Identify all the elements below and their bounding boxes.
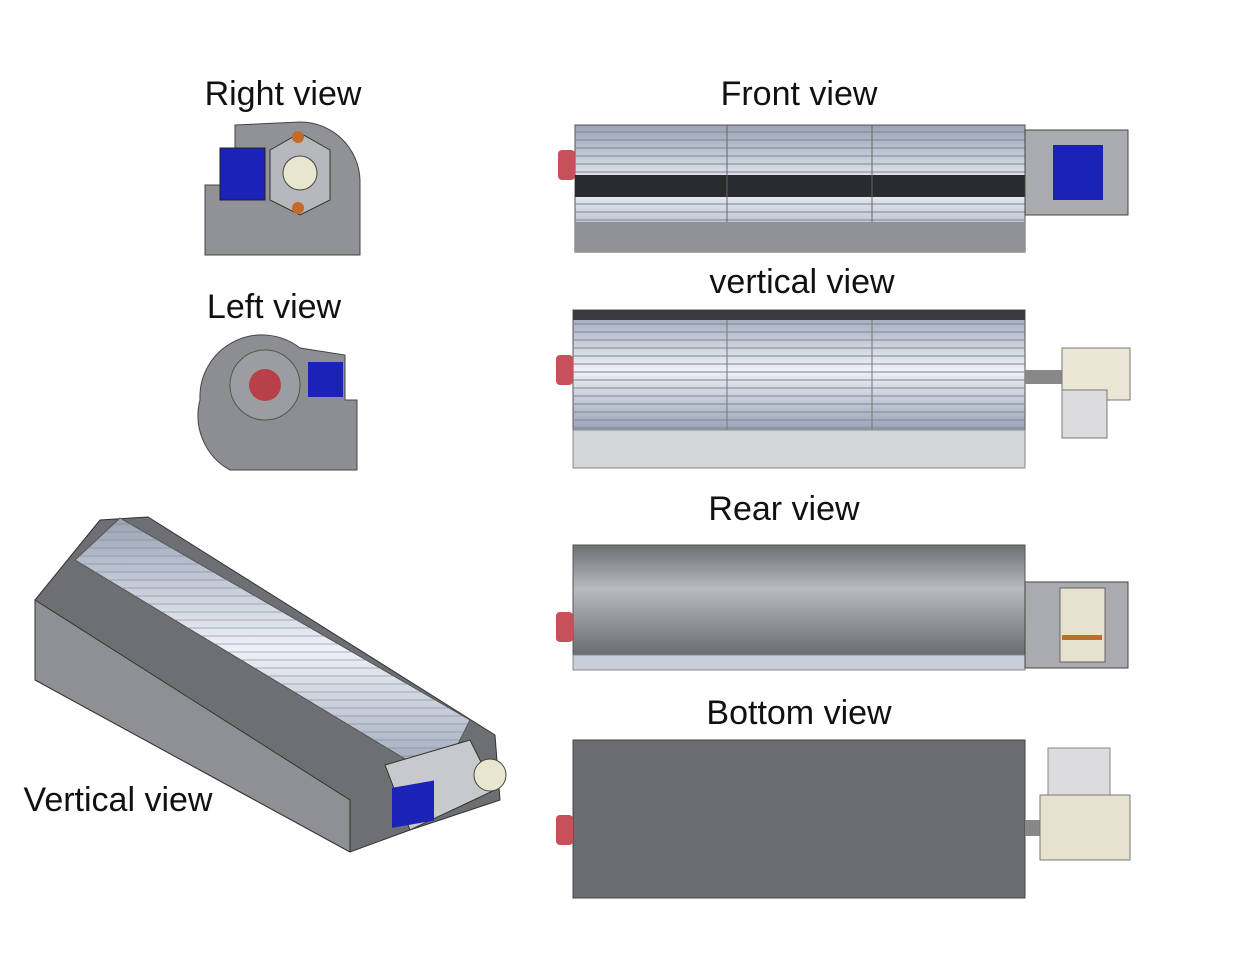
isometric-view-drawing [34,516,507,853]
bottom-view-drawing [556,739,1131,899]
front-view-drawing [558,124,1129,253]
vertical-view-top-drawing [556,309,1131,469]
rear-view-drawing [556,544,1129,671]
vertical-view-iso-label: Vertical view [23,781,213,819]
right-view-label: Right view [204,75,362,113]
bottom-view-label: Bottom view [706,694,892,732]
left-view-label: Left view [206,288,342,326]
rear-view-label: Rear view [708,490,860,528]
vertical-view-top-label: vertical view [709,263,895,301]
front-view-label: Front view [720,75,878,113]
left-view-drawing [197,334,358,471]
right-view-drawing [204,121,361,256]
